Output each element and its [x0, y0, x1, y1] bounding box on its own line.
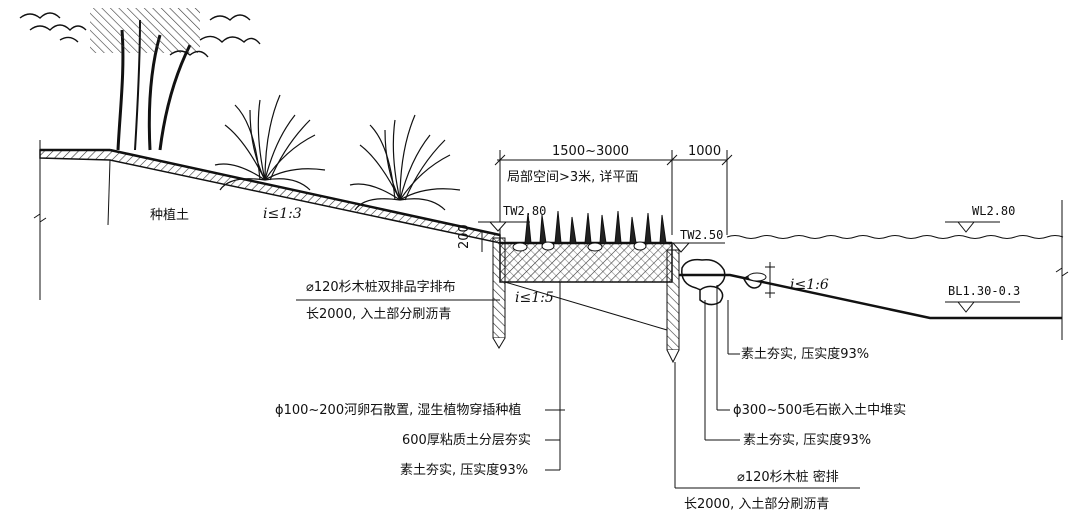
slope-ratio-lower: i≤1:5 [515, 290, 554, 306]
elevation-bl: BL1.30-0.3 [948, 284, 1020, 298]
clay-note: 600厚粘质土分层夯实 [402, 433, 531, 448]
water-surface [726, 235, 1064, 239]
slope-ratio-upper: i≤1:3 [263, 206, 302, 222]
grass-plant-icon [214, 94, 326, 191]
elevation-marker-bl [945, 301, 1020, 313]
elevation-tw280: TW2.80 [503, 204, 546, 218]
dimension-width-label: 1500~3000 [552, 144, 629, 159]
compact-note-mid: 素土夯实, 压实度93% [743, 432, 871, 448]
compact-note-left: 素土夯实, 压实度93% [400, 462, 528, 478]
dimension-note: 局部空间>3米, 详平面 [507, 170, 638, 185]
pile-left-double [492, 237, 506, 349]
tree-icon [19, 8, 261, 151]
riverbed-profile [679, 273, 1062, 320]
dimension-lines [494, 150, 733, 235]
elevation-marker-tw280 [478, 221, 530, 232]
pile-right-dense [666, 249, 680, 364]
leader-lines-right [674, 285, 860, 489]
elevation-marker-tw250 [668, 242, 725, 253]
dimension-1000-label: 1000 [688, 144, 721, 159]
lower-slope-line [504, 281, 668, 331]
rubble-note: ϕ300~500毛石嵌入土中堆实 [733, 403, 906, 418]
pebble-note: ϕ100~200河卵石散置, 湿生植物穿插种植 [275, 402, 521, 418]
dimension-200-label: 200 [457, 224, 472, 249]
pile-double-note-1: ⌀120杉木桩双排品字排布 [306, 280, 456, 295]
compact-note-top: 素土夯实, 压实度93% [741, 346, 869, 362]
pile-dense-note-1: ⌀120杉木桩 密排 [737, 469, 839, 485]
elevation-marker-wl [945, 221, 1000, 233]
elevation-tw250: TW2.50 [680, 228, 723, 242]
pile-double-note-2: 长2000, 入土部分刷沥青 [306, 307, 451, 322]
slope-ratio-water: i≤1:6 [790, 277, 829, 293]
pile-dense-note-2: 长2000, 入土部分刷沥青 [684, 497, 829, 512]
elevation-wl: WL2.80 [972, 204, 1015, 218]
rubble-stone-icon [681, 258, 762, 306]
planting-soil-label: 种植土 [150, 208, 189, 223]
leader-lines-left [545, 282, 565, 471]
grass-plant-icon [349, 114, 461, 211]
wetland-plants-icon [512, 210, 667, 252]
